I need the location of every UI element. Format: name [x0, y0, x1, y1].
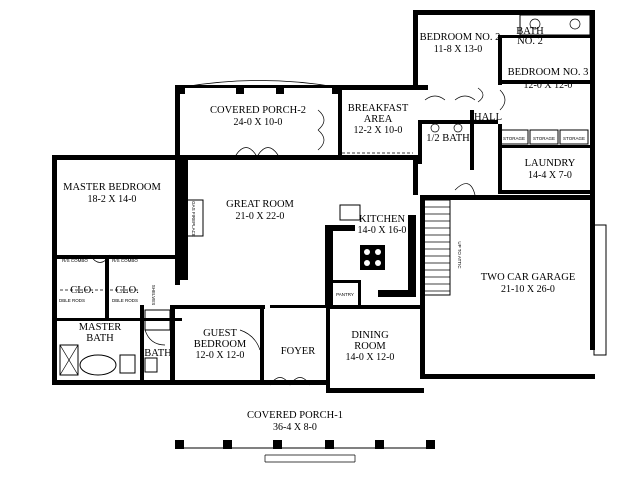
master-bath-fixtures: R/S COMBO R/S COMBO DBLE RODS DBLE RODS …: [59, 258, 156, 376]
pantry-name: PANTRY: [336, 292, 354, 297]
rs-combo-right: R/S COMBO: [112, 258, 138, 263]
clo-right-name: CLO.: [115, 285, 139, 296]
exterior-walls: [52, 10, 595, 393]
rs-combo-left: R/S COMBO: [62, 258, 88, 263]
shelves-label: SHELVES: [151, 285, 156, 305]
covered-porch-2-dim: 24-0 X 10-0: [234, 117, 283, 128]
master-bath-name-2: BATH: [86, 333, 114, 344]
storage-label-2: STORAGE: [533, 136, 555, 141]
kitchen-dim: 14-0 X 16-0: [358, 225, 407, 236]
bath-no2-name-2: NO. 2: [517, 36, 543, 47]
bedroom2-dim: 11-8 X 13-0: [434, 44, 483, 55]
covered-porch-2-name: COVERED PORCH-2: [210, 105, 306, 116]
attic-label: UP TO ATTIC: [457, 241, 462, 269]
dining-dim: 14-0 X 12-0: [346, 352, 395, 363]
great-room-dim: 21-0 X 22-0: [236, 211, 285, 222]
room-labels: COVERED PORCH-2 24-0 X 10-0 BREAKFAST AR…: [63, 26, 588, 433]
stairs: UP TO ATTIC: [423, 199, 462, 296]
garage-door: [593, 224, 607, 356]
dining-name-2: ROOM: [354, 341, 386, 352]
bath-fixtures: [144, 14, 591, 373]
guest-bedroom-dim: 12-0 X 12-0: [196, 350, 245, 361]
bedroom2-name: BEDROOM NO. 2: [420, 32, 501, 43]
doors: [89, 87, 506, 386]
bedroom3-dim: 12-0 X 12-0: [524, 80, 573, 91]
dble-rods-left: DBLE RODS: [59, 298, 85, 303]
covered-porch-1-name: COVERED PORCH-1: [247, 410, 343, 421]
dining-name-1: DINING: [351, 330, 389, 341]
bath-name: BATH: [144, 348, 172, 359]
kitchen-island: [339, 204, 385, 270]
storage-label-3: STORAGE: [563, 136, 585, 141]
laundry-name: LAUNDRY: [525, 158, 576, 169]
storage-label-1: STORAGE: [503, 136, 525, 141]
guest-bedroom-name-1: GUEST: [203, 328, 237, 339]
great-room-name: GREAT ROOM: [226, 199, 294, 210]
covered-porch-1-dim: 36-4 X 8-0: [273, 422, 317, 433]
clo-left-name: CLO.: [70, 285, 94, 296]
porch2-columns: [177, 80, 340, 94]
garage-dim: 21-10 X 26-0: [501, 284, 555, 295]
kitchen-name: KITCHEN: [359, 214, 405, 225]
laundry-dim: 14-4 X 7-0: [528, 170, 572, 181]
half-bath-name: 1/2 BATH: [426, 133, 470, 144]
garage-name: TWO CAR GARAGE: [481, 272, 576, 283]
storage-boxes: STORAGE STORAGE STORAGE: [499, 129, 589, 145]
master-bedroom-name: MASTER BEDROOM: [63, 182, 161, 193]
interior-walls: [57, 35, 590, 390]
master-bedroom-dim: 18-2 X 14-0: [88, 194, 137, 205]
master-bath-name-1: MASTER: [79, 322, 122, 333]
fireplace: GAS FIREPLACE: [184, 199, 204, 237]
bath-no2-name-1: BATH: [516, 26, 544, 37]
breakfast-name-2: AREA: [364, 114, 393, 125]
openings: [60, 152, 413, 307]
breakfast-dim: 12-2 X 10-0: [354, 125, 403, 136]
hall-name: HALL: [474, 112, 502, 123]
fireplace-label: GAS FIREPLACE: [191, 201, 196, 237]
bedroom3-name: BEDROOM NO. 3: [508, 67, 589, 78]
foyer-name: FOYER: [281, 346, 315, 357]
breakfast-name-1: BREAKFAST: [348, 103, 409, 114]
covered-porch-1: [175, 440, 435, 463]
guest-bedroom-name-2: BEDROOM: [194, 339, 247, 350]
dble-rods-right: DBLE RODS: [112, 298, 138, 303]
